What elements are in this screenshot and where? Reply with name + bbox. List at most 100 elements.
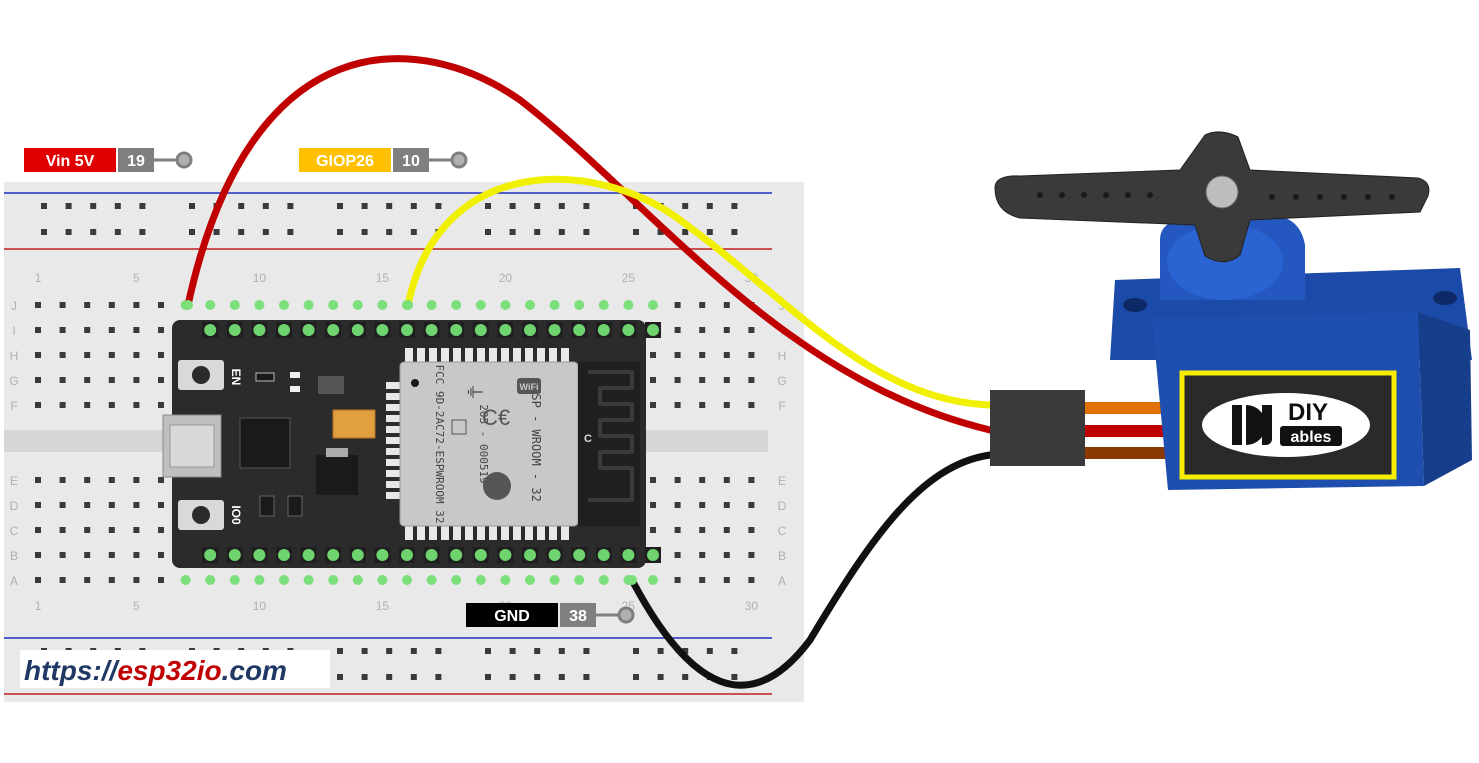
rail-hole [682, 648, 689, 654]
rail-hole [410, 203, 417, 209]
highlight-hole [525, 300, 535, 310]
rail-hole [558, 229, 565, 235]
terminal-hole [723, 477, 730, 483]
rail-hole [731, 648, 738, 654]
highlight-hole [574, 575, 585, 585]
module-pin [405, 526, 413, 540]
header-pin-pad [499, 549, 512, 561]
row-letter: G [777, 374, 786, 388]
rail-hole [386, 648, 393, 654]
horn-hole [1125, 192, 1131, 198]
terminal-hole [108, 527, 115, 533]
highlight-hole [549, 575, 560, 585]
terminal-hole [674, 327, 681, 333]
header-pin-pad [425, 324, 438, 336]
label-gnd-pin: 38 [569, 608, 587, 625]
terminal-hole [748, 352, 755, 358]
header-pin-pad [524, 549, 536, 561]
rail-hole [287, 203, 294, 209]
header-pin-pad [401, 324, 413, 336]
servo-cable-orange [1085, 402, 1165, 414]
servo-connector [990, 390, 1085, 466]
rail-hole [435, 203, 442, 209]
rail-hole [485, 229, 491, 235]
esp32-board: EN IO0 FCC 9D-2AC72-ESPWROOM 32 205 - 00… [162, 320, 661, 568]
module-pin [489, 348, 497, 362]
module-pin [465, 526, 473, 540]
led-2 [290, 386, 300, 392]
rail-hole [558, 648, 565, 654]
rail-hole [139, 203, 146, 209]
label-vin-pin-icon [175, 151, 193, 169]
rail-hole [361, 674, 368, 680]
site-url[interactable]: https://esp32io.com [24, 655, 287, 686]
label-gnd: GND 38 [466, 603, 635, 627]
column-number: 10 [253, 599, 267, 613]
module-pin [501, 526, 509, 540]
terminal-hole [35, 402, 41, 408]
terminal-hole [674, 527, 681, 533]
terminal-hole [723, 352, 730, 358]
header-pin-pad [450, 324, 463, 336]
rail-hole [534, 648, 541, 654]
terminal-hole [108, 402, 115, 408]
highlight-hole [402, 575, 412, 585]
rail-hole [262, 203, 269, 209]
module-pin [525, 348, 533, 362]
row-letter: H [778, 349, 787, 363]
terminal-hole [748, 377, 755, 383]
highlight-hole [279, 575, 289, 585]
terminal-hole [108, 327, 115, 333]
module-pin [386, 459, 400, 466]
rail-hole [485, 674, 491, 680]
row-letter: B [10, 549, 18, 563]
terminal-hole [133, 577, 140, 583]
rail-hole [534, 229, 541, 235]
rail-hole [90, 229, 97, 235]
rail-hole [731, 203, 738, 209]
highlight-hole [549, 300, 560, 310]
header-pin-pad [351, 549, 364, 561]
row-letter: H [10, 349, 19, 363]
terminal-hole [59, 552, 66, 558]
terminal-hole [158, 402, 164, 408]
rail-hole [435, 674, 442, 680]
row-letter: D [10, 499, 19, 513]
row-letter: I [12, 324, 15, 338]
led-1 [290, 372, 300, 378]
highlight-hole [377, 575, 388, 585]
header-pin-pad [573, 324, 586, 336]
highlight-hole [328, 300, 339, 310]
horn-holes [1037, 192, 1395, 200]
transistor-2 [287, 495, 303, 517]
highlight-hole [426, 575, 437, 585]
module-pin [513, 348, 521, 362]
module-pin [477, 348, 485, 362]
io0-label: IO0 [229, 505, 243, 525]
highlight-hole [377, 300, 388, 310]
header-pin-pad [425, 549, 438, 561]
terminal-hole [133, 352, 140, 358]
module-pin [453, 526, 461, 540]
module-pin [441, 348, 449, 362]
highlight-hole [303, 300, 314, 310]
header-pin-pad [647, 324, 659, 336]
row-letter: E [10, 474, 18, 488]
highlight-hole [623, 300, 634, 310]
wire-yellow-end [403, 300, 413, 310]
terminal-hole [35, 327, 41, 333]
module-pin [386, 426, 400, 433]
highlight-hole [475, 300, 486, 310]
header-pin-pad [597, 549, 610, 561]
highlight-hole [648, 575, 658, 585]
rail-hole [534, 203, 541, 209]
header-pin-pad [253, 549, 266, 561]
terminal-hole [674, 402, 681, 408]
label-gnd-box [466, 603, 558, 627]
regulator-chip [316, 455, 358, 495]
rail-hole [485, 648, 491, 654]
horn-hole [1147, 192, 1153, 198]
mount-hole-right [1433, 291, 1457, 305]
horn-hole [1341, 194, 1347, 200]
highlight-hole [352, 300, 363, 310]
